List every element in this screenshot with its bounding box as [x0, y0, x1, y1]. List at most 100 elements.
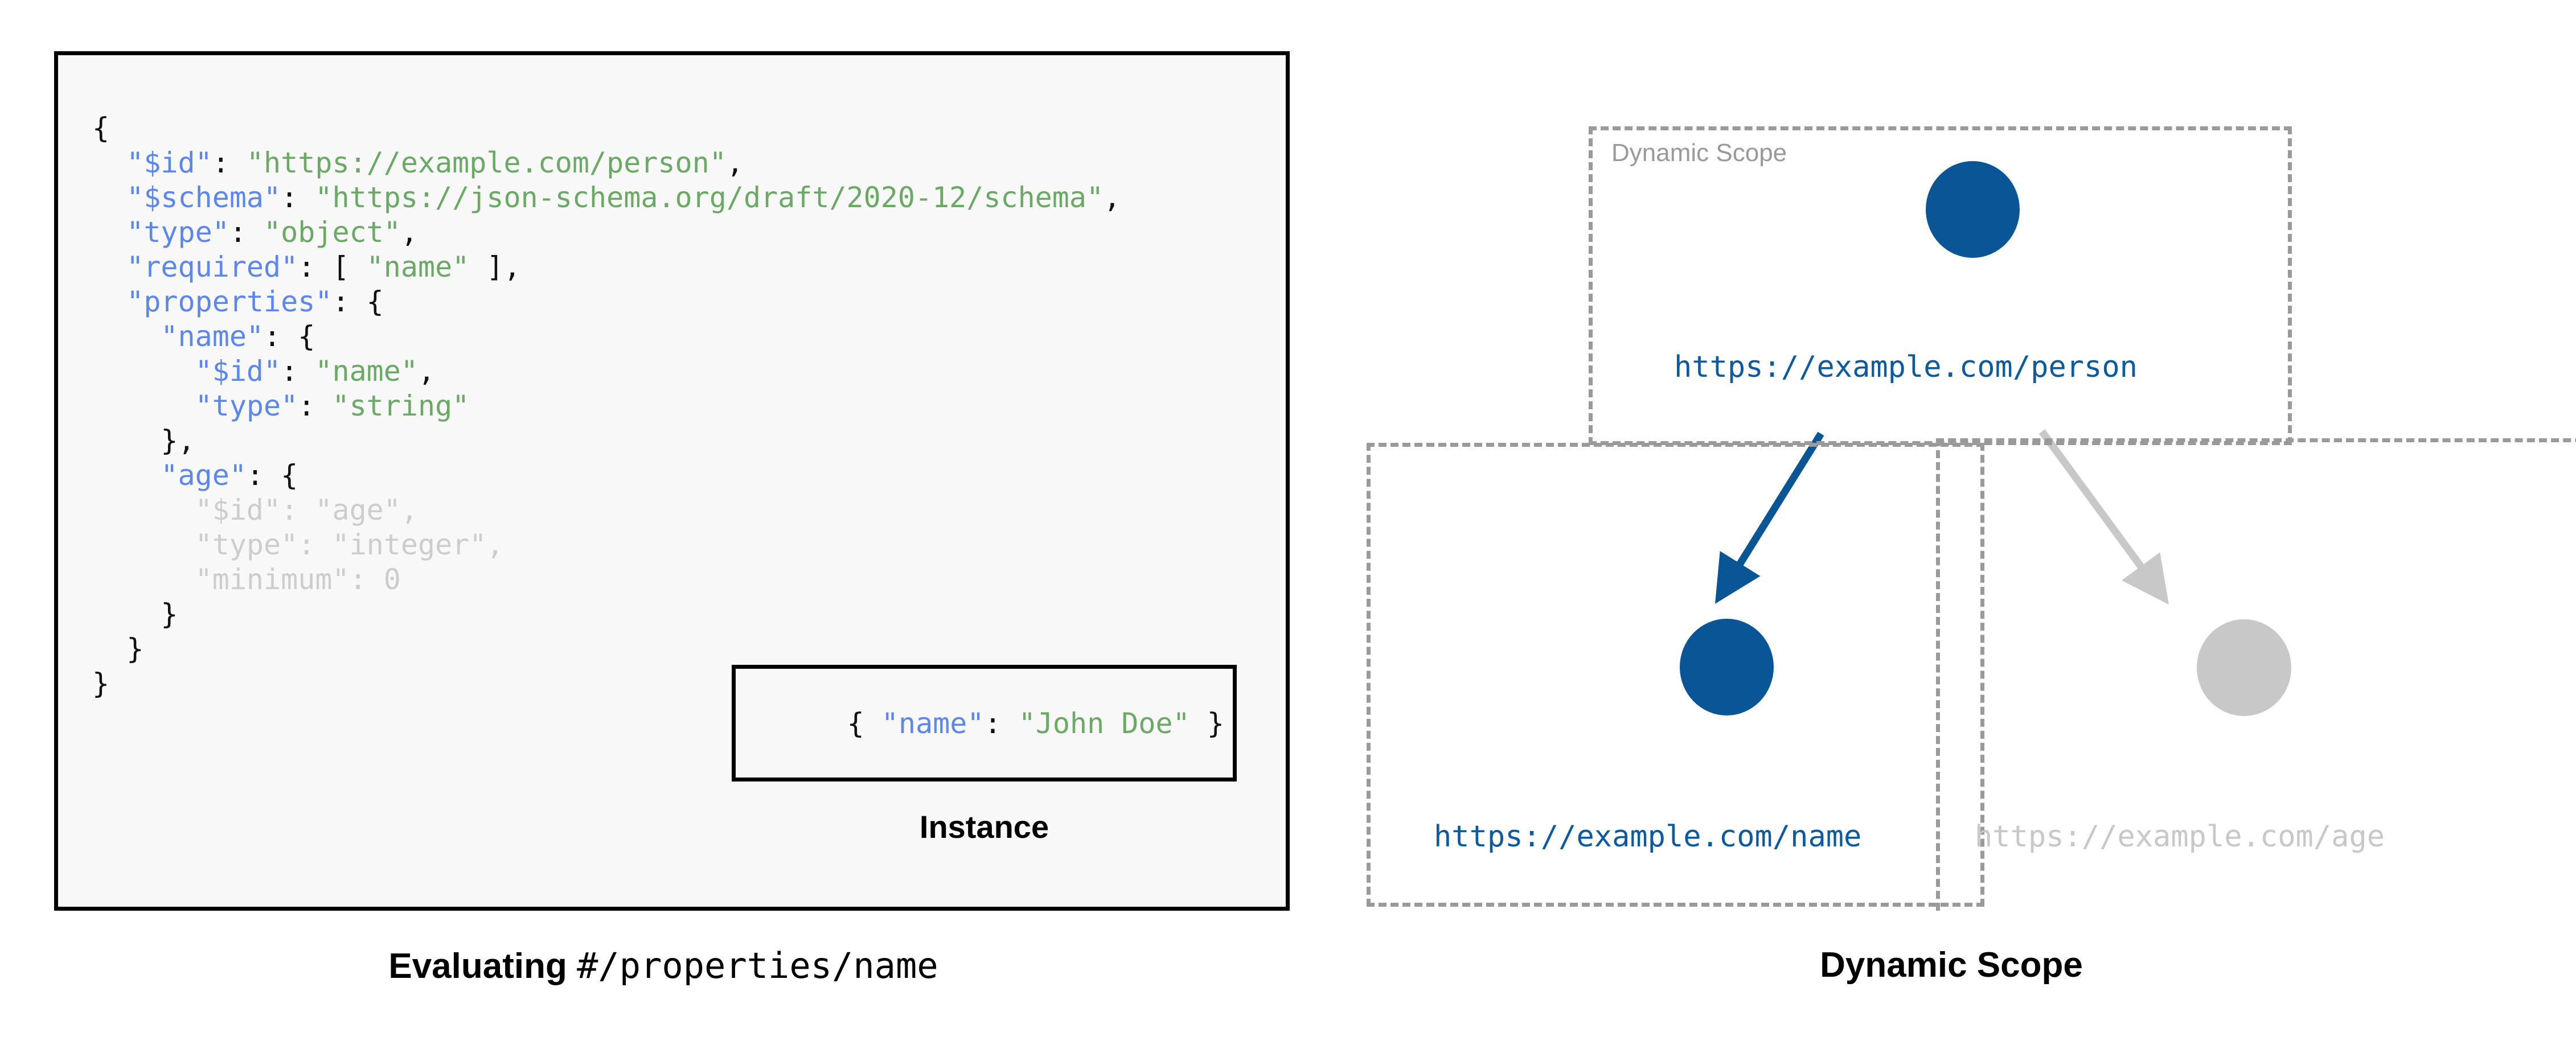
code-line: "type": "integer",: [92, 528, 504, 561]
code-token-pun: [92, 528, 195, 561]
code-token-str: "age": [315, 493, 401, 526]
code-line: "type": "object",: [92, 216, 418, 249]
code-token-pun: : [: [298, 250, 367, 283]
instance-code: { "name": "John Doe" }: [744, 674, 1224, 773]
code-line: "$schema": "https://json-schema.org/draf…: [92, 181, 1121, 214]
code-token-pun: ,: [400, 216, 418, 249]
instance-value: "John Doe": [1018, 706, 1190, 740]
code-token-key: "properties": [126, 285, 333, 318]
schema-code-box: { "$id": "https://example.com/person", "…: [54, 51, 1290, 911]
node-name-circle: [1680, 619, 1774, 715]
scope-box-age: [1936, 438, 2576, 911]
code-token-pun: [92, 563, 195, 596]
code-line: "properties": {: [92, 285, 384, 318]
code-token-pun: }: [92, 598, 178, 631]
code-token-pun: },: [92, 424, 195, 457]
schema-caption-bold: Evaluating: [388, 947, 567, 986]
code-line: }: [92, 632, 143, 665]
code-token-pun: [92, 355, 195, 388]
schema-code-listing: { "$id": "https://example.com/person", "…: [92, 111, 1121, 701]
schema-panel: { "$id": "https://example.com/person", "…: [0, 51, 1327, 986]
code-token-key: "$schema": [126, 181, 281, 214]
instance-key: "name": [881, 706, 985, 740]
code-token-pun: [92, 493, 195, 526]
code-token-pun: : {: [246, 459, 298, 492]
code-token-key: "minimum": [195, 563, 350, 596]
code-token-pun: [92, 216, 126, 249]
scope-box-person-label: Dynamic Scope: [1611, 139, 1787, 167]
code-token-pun: ,: [417, 355, 436, 388]
code-token-str: "name": [366, 250, 470, 283]
node-name-label: https://example.com/name: [1434, 820, 1862, 854]
code-token-pun: }: [92, 667, 110, 700]
code-token-str: "https://example.com/person": [246, 146, 727, 179]
code-line: "$id": "age",: [92, 493, 418, 526]
code-token-pun: :: [281, 493, 315, 526]
code-token-pun: : {: [264, 320, 315, 353]
code-token-pun: [92, 320, 161, 353]
code-line: "required": [ "name" ],: [92, 250, 521, 283]
code-token-pun: [92, 389, 195, 422]
code-token-pun: [92, 181, 126, 214]
code-line: }: [92, 667, 109, 700]
code-token-pun: [92, 146, 126, 179]
node-age-circle: [2197, 619, 2291, 716]
edge-person-to-age: [2038, 429, 2169, 605]
code-line: {: [92, 112, 109, 145]
code-token-pun: :: [281, 355, 315, 388]
node-person-circle: [1926, 161, 2020, 258]
instance-suffix: }: [1189, 706, 1224, 740]
code-token-pun: ,: [726, 146, 744, 179]
instance-separator: :: [984, 706, 1019, 740]
code-line: "minimum": 0: [92, 563, 401, 596]
code-token-pun: :: [281, 181, 315, 214]
code-token-pun: :: [298, 389, 333, 422]
instance-box: { "name": "John Doe" }: [732, 665, 1237, 781]
code-line: "$id": "name",: [92, 355, 435, 388]
code-token-pun: :: [212, 146, 247, 179]
code-token-pun: [92, 285, 126, 318]
code-token-key: "type": [195, 389, 298, 422]
code-token-pun: ,: [486, 528, 504, 561]
code-line: "name": {: [92, 320, 315, 353]
code-token-key: "type": [126, 216, 229, 249]
code-token-pun: [92, 459, 161, 492]
code-token-key: "age": [161, 459, 247, 492]
code-token-pun: }: [92, 632, 144, 665]
schema-caption: Evaluating #/properties/name: [0, 945, 1327, 986]
code-token-str: "object": [264, 216, 401, 249]
scope-box-name: [1367, 443, 1984, 907]
code-token-pun: : {: [332, 285, 384, 318]
code-token-key: "$id": [195, 493, 281, 526]
code-token-pun: :: [298, 528, 333, 561]
code-token-key: "type": [195, 528, 298, 561]
instance-label: Instance: [919, 809, 1049, 845]
code-token-pun: ,: [1104, 181, 1121, 214]
schema-caption-pointer: #/properties/name: [577, 945, 938, 986]
edge-person-to-name: [1714, 431, 1824, 604]
code-token-pun: :: [229, 216, 264, 249]
code-line: "age": {: [92, 459, 298, 492]
code-token-key: "name": [161, 320, 264, 353]
node-age-label: https://example.com/age: [1975, 820, 2385, 854]
code-line: "type": "string": [92, 389, 470, 422]
code-token-str: "integer": [332, 528, 487, 561]
code-token-pun: ],: [469, 250, 521, 283]
code-token-pun: ,: [400, 493, 418, 526]
code-token-str: "https://json-schema.org/draft/2020-12/s…: [315, 181, 1104, 214]
code-line: "$id": "https://example.com/person",: [92, 146, 744, 179]
code-token-key: "required": [126, 250, 298, 283]
code-line: }: [92, 598, 178, 631]
code-line: },: [92, 424, 195, 457]
instance-prefix: {: [847, 706, 881, 740]
code-token-pun: : 0: [349, 563, 401, 596]
dynamic-scope-caption: Dynamic Scope: [1820, 945, 2083, 985]
dynamic-scope-panel: Dynamic Scope https://example.com/person…: [1327, 0, 2576, 1053]
code-token-str: "name": [315, 355, 418, 388]
code-token-pun: {: [92, 112, 110, 145]
code-token-str: "string": [332, 389, 470, 422]
code-token-key: "$id": [126, 146, 212, 179]
code-token-pun: [92, 250, 126, 283]
code-token-key: "$id": [195, 355, 281, 388]
node-person-label: https://example.com/person: [1674, 350, 2138, 384]
